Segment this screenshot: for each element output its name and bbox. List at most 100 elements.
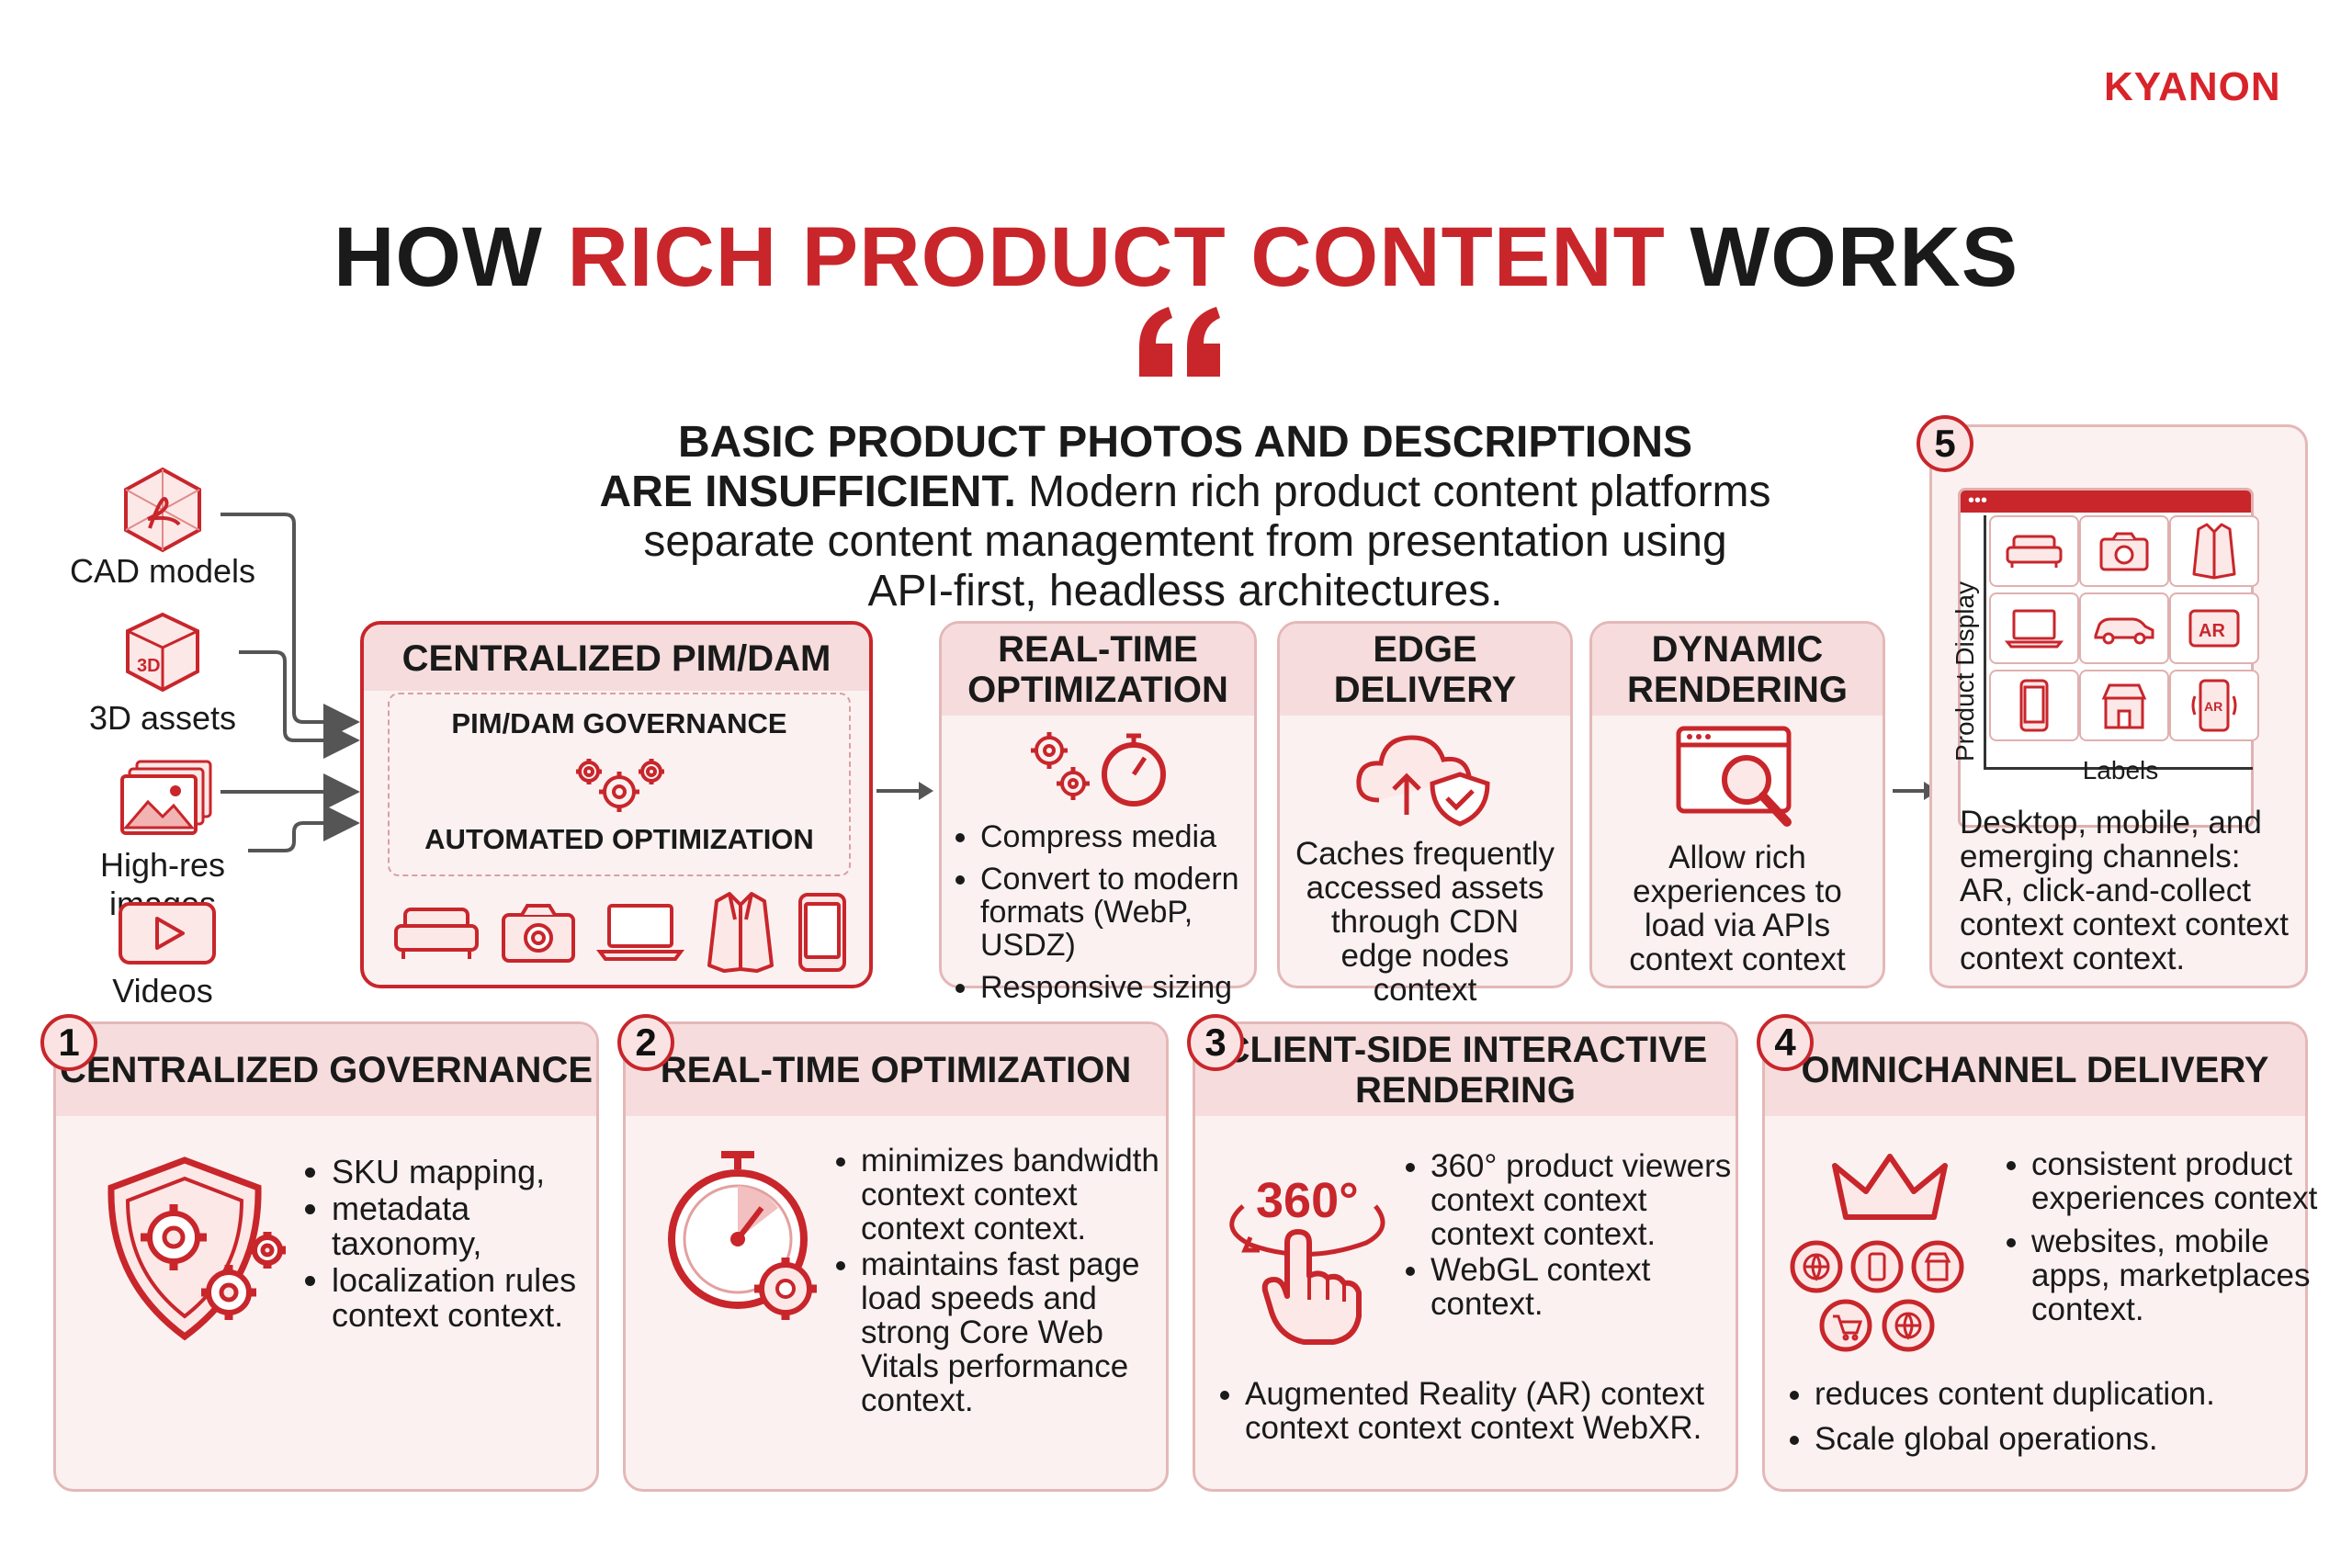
source-cad-models: CAD models bbox=[57, 464, 268, 591]
feature-bullet: maintains fast page load speeds and stro… bbox=[861, 1247, 1182, 1417]
intro-statement: BASIC PRODUCT PHOTOS AND DESCRIPTIONS AR… bbox=[514, 418, 1856, 616]
step-number-1: 1 bbox=[40, 1014, 97, 1071]
feature-3-title-line-1: CLIENT-SIDE INTERACTIVE bbox=[1223, 1030, 1708, 1070]
shield-gears-icon bbox=[93, 1153, 295, 1355]
display-text: Desktop, mobile, and emerging channels: … bbox=[1960, 805, 2289, 976]
badge-360-text: 360° bbox=[1256, 1173, 1359, 1228]
feature-bullet: WebGL context context. bbox=[1430, 1253, 1743, 1321]
step-number-3: 3 bbox=[1187, 1014, 1244, 1071]
dynamic-title-line-2: RENDERING bbox=[1626, 670, 1849, 710]
gears-icon bbox=[569, 746, 670, 819]
source-connectors bbox=[220, 513, 360, 852]
pim-governance-box: PIM/DAM GOVERNANCE AUTOMATED OPTIMIZATIO… bbox=[388, 693, 851, 876]
crown-channels-icon bbox=[1789, 1149, 2009, 1360]
cloud-shield-icon bbox=[1351, 727, 1498, 828]
grid-car-icon bbox=[2079, 592, 2169, 664]
page-title: HOW RICH PRODUCT CONTENT WORKS bbox=[0, 211, 2352, 303]
display-grid: AR AR bbox=[1989, 515, 2259, 741]
coat-icon bbox=[707, 892, 775, 973]
grid-ar-icon: AR bbox=[2169, 592, 2259, 664]
realtime-bullet: Compress media bbox=[980, 820, 1254, 853]
dynamic-text: Allow rich experiences to load via APIs … bbox=[1629, 840, 1846, 977]
dynamic-rendering-panel: DYNAMIC RENDERING Allow rich experiences… bbox=[1589, 621, 1885, 988]
ar-label: AR bbox=[2199, 621, 2225, 641]
display-x-axis-label: Labels bbox=[2082, 756, 2159, 784]
feature-realtime-optimization: REAL-TIME OPTIMIZATION minimizes bandwid… bbox=[623, 1021, 1169, 1492]
sofa-icon bbox=[393, 908, 479, 959]
realtime-bullets: Compress media Convert to modern formats… bbox=[955, 820, 1254, 1004]
intro-line-2: ARE INSUFFICIENT. Modern rich product co… bbox=[514, 468, 1856, 517]
intro-bold-line-1: BASIC PRODUCT PHOTOS AND DESCRIPTIONS bbox=[677, 418, 1693, 467]
gears-stopwatch-icon bbox=[1020, 721, 1176, 813]
source-videos: Videos bbox=[57, 900, 268, 1010]
realtime-title-line-2: OPTIMIZATION bbox=[967, 670, 1228, 710]
feature-client-side-rendering: CLIENT-SIDE INTERACTIVE RENDERING 360° 3… bbox=[1193, 1021, 1738, 1492]
display-axes bbox=[1984, 515, 2253, 770]
title-part-1: HOW bbox=[333, 210, 568, 304]
title-part-2: WORKS bbox=[1665, 210, 2019, 304]
step-number-5: 5 bbox=[1917, 415, 1973, 472]
feature-bullet: Scale global operations. bbox=[1815, 1422, 2311, 1456]
cad-icon bbox=[117, 464, 209, 553]
touch-360-icon: 360° bbox=[1214, 1162, 1407, 1355]
realtime-optimization-panel: REAL-TIME OPTIMIZATION Compress media Co… bbox=[939, 621, 1257, 1004]
edge-delivery-panel: EDGE DELIVERY Caches frequently accessed… bbox=[1277, 621, 1573, 1007]
dynamic-title: DYNAMIC RENDERING bbox=[1592, 624, 1883, 716]
feature-2-title: REAL-TIME OPTIMIZATION bbox=[626, 1024, 1166, 1116]
feature-bullet: 360° product viewers context context con… bbox=[1430, 1149, 1743, 1251]
realtime-title: REAL-TIME OPTIMIZATION bbox=[942, 624, 1254, 716]
stopwatch-gear-icon bbox=[659, 1144, 824, 1327]
pim-automation-label: AUTOMATED OPTIMIZATION bbox=[424, 823, 814, 855]
intro-line-4: API-first, headless architectures. bbox=[867, 567, 1503, 615]
realtime-title-line-1: REAL-TIME bbox=[998, 629, 1198, 670]
edge-title: EDGE DELIVERY bbox=[1280, 624, 1570, 716]
product-display-panel: ••• Product Display AR AR Labels Desktop… bbox=[1929, 424, 2308, 988]
feature-bullet: Augmented Reality (AR) context context c… bbox=[1245, 1377, 1741, 1445]
feature-3-extra-bullets: Augmented Reality (AR) context context c… bbox=[1219, 1377, 1741, 1454]
logo-text: KYANON bbox=[2104, 64, 2281, 109]
feature-4-extra-bullets: reduces content duplication. Scale globa… bbox=[1789, 1377, 2311, 1465]
pim-dam-panel: CENTRALIZED PIM/DAM PIM/DAM GOVERNANCE A… bbox=[360, 621, 873, 988]
brand-logo: KYANON bbox=[2104, 64, 2281, 110]
feature-4-title: OMNICHANNEL DELIVERY bbox=[1765, 1024, 2305, 1116]
intro-bold-line-2: ARE INSUFFICIENT. bbox=[599, 468, 1016, 516]
grid-coat-icon bbox=[2169, 515, 2259, 587]
source-3d-assets: 3D 3D assets bbox=[57, 611, 268, 738]
display-window-bar: ••• bbox=[1961, 491, 2251, 513]
pim-dam-title: CENTRALIZED PIM/DAM bbox=[364, 625, 869, 691]
feature-centralized-governance: CENTRALIZED GOVERNANCE SKU mapping, meta… bbox=[53, 1021, 599, 1492]
feature-omnichannel-delivery: OMNICHANNEL DELIVERY consistent product … bbox=[1762, 1021, 2317, 1492]
edge-title-line-2: DELIVERY bbox=[1333, 670, 1517, 710]
edge-title-line-1: EDGE bbox=[1373, 629, 1477, 670]
realtime-bullet: Responsive sizing bbox=[980, 971, 1254, 1004]
step-number-4: 4 bbox=[1757, 1014, 1814, 1071]
display-y-axis-label: Product Display bbox=[1947, 547, 1984, 813]
feature-bullet: SKU mapping, bbox=[332, 1155, 607, 1190]
laptop-icon bbox=[595, 904, 684, 961]
grid-laptop-icon bbox=[1989, 592, 2079, 664]
intro-text-line-2: Modern rich product content platforms bbox=[1015, 468, 1771, 516]
feature-2-bullets: minimizes bandwidth context context cont… bbox=[835, 1144, 1182, 1427]
pim-governance-label: PIM/DAM GOVERNANCE bbox=[451, 707, 787, 739]
feature-bullet: reduces content duplication. bbox=[1815, 1377, 2311, 1411]
y-axis-label-text: Product Display bbox=[1951, 581, 1979, 762]
feature-1-bullets: SKU mapping, metadata taxonomy, localiza… bbox=[306, 1155, 607, 1342]
grid-camera-icon bbox=[2079, 515, 2169, 587]
feature-1-title: CENTRALIZED GOVERNANCE bbox=[56, 1024, 596, 1116]
svg-text:3D: 3D bbox=[137, 656, 161, 676]
phone-icon bbox=[798, 893, 847, 972]
feature-bullet: websites, mobile apps, marketplaces cont… bbox=[2031, 1224, 2325, 1326]
source-label: Videos bbox=[112, 972, 213, 1010]
video-play-icon bbox=[117, 900, 216, 966]
grid-phone-icon bbox=[1989, 670, 2079, 741]
realtime-bullet: Convert to modern formats (WebP, USDZ) bbox=[980, 863, 1254, 962]
step-number-2: 2 bbox=[617, 1014, 674, 1071]
3d-cube-icon: 3D bbox=[117, 611, 209, 694]
feature-bullet: metadata taxonomy, bbox=[332, 1191, 607, 1261]
feature-bullet: consistent product experiences context bbox=[2031, 1147, 2325, 1215]
dynamic-title-line-1: DYNAMIC bbox=[1651, 629, 1824, 670]
images-icon bbox=[117, 758, 212, 840]
title-highlight: RICH PRODUCT CONTENT bbox=[567, 210, 1666, 304]
grid-sofa-icon bbox=[1989, 515, 2079, 587]
grid-store-icon bbox=[2079, 670, 2169, 741]
